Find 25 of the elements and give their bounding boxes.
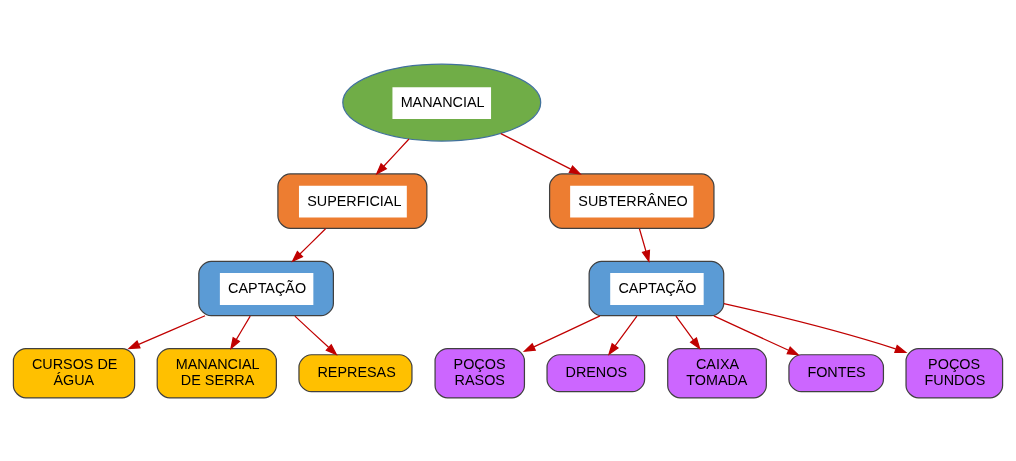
node-box: MANANCIAL DE SERRA	[156, 347, 277, 398]
arrow	[713, 314, 800, 355]
arrow	[500, 132, 582, 175]
node-box: DRENOS	[546, 353, 646, 392]
node-box: CURSOS DE ÁGUA	[12, 347, 136, 398]
node-box: SUPERFICIAL	[277, 172, 428, 229]
arrow	[294, 315, 338, 356]
arrow	[230, 315, 251, 350]
node-box: REPRESAS	[298, 353, 413, 392]
node-box: POÇOS FUNDOS	[905, 347, 1004, 398]
node-box: CAIXA TOMADA	[667, 347, 767, 398]
node-box: POÇOS RASOS	[434, 347, 526, 398]
arrow	[675, 315, 701, 350]
arrow	[607, 315, 638, 356]
node-box: CAPTAÇÃO	[198, 260, 334, 316]
node-box: FONTES	[788, 353, 885, 392]
arrow	[638, 227, 651, 263]
arrow	[522, 314, 601, 352]
node-ellipse: MANANCIAL	[342, 63, 542, 142]
arrow	[375, 137, 410, 175]
arrow	[127, 314, 206, 349]
node-box: CAPTAÇÃO	[588, 260, 725, 316]
arrow	[291, 227, 327, 263]
node-box: SUBTERRÂNEO	[549, 172, 715, 229]
arrow	[723, 302, 908, 353]
